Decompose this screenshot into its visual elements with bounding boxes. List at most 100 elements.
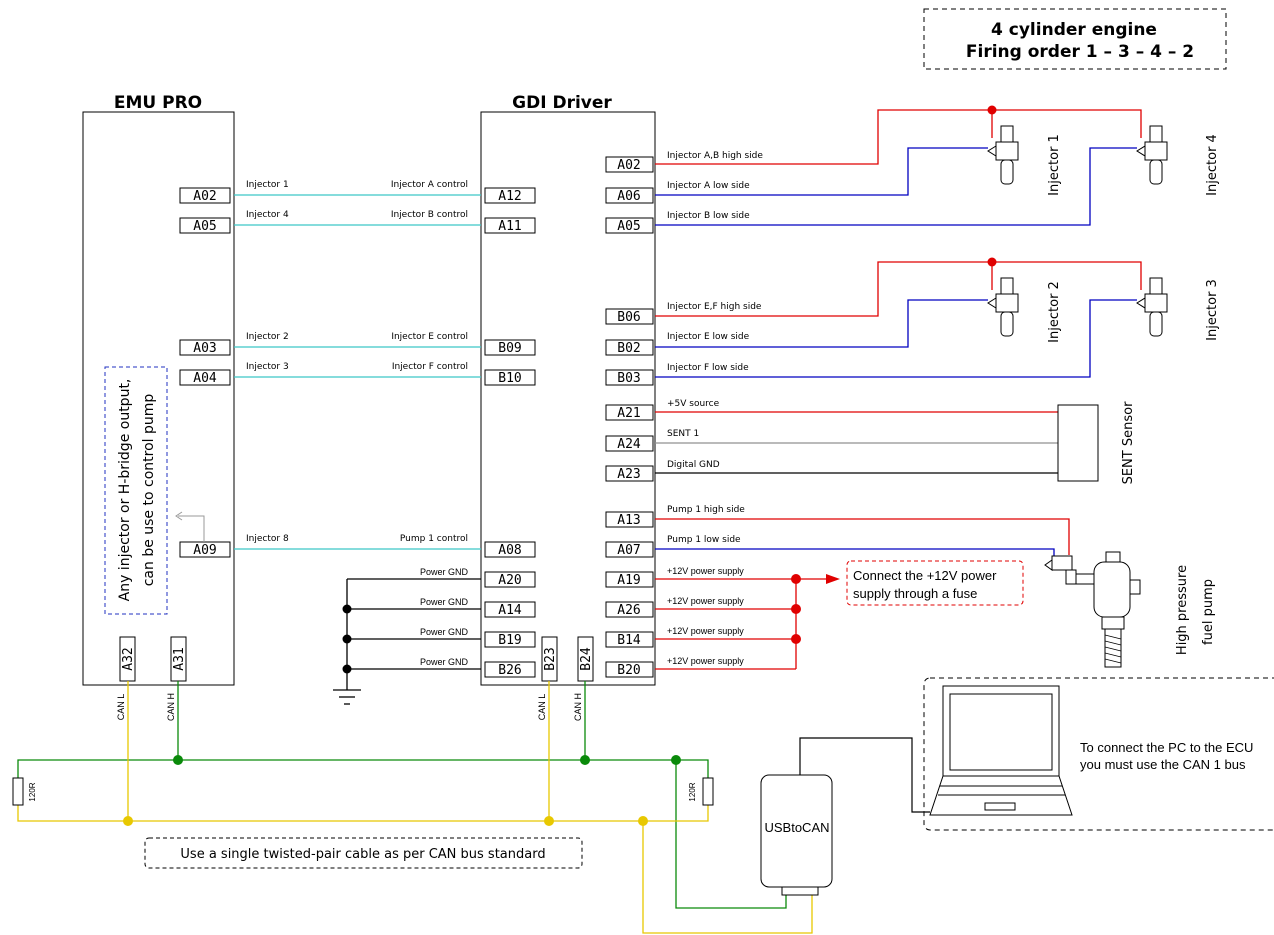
svg-text:B03: B03 — [617, 371, 640, 386]
svg-text:A02: A02 — [617, 158, 640, 173]
svg-text:Injector E,F high side: Injector E,F high side — [667, 302, 762, 312]
resistor-2-label: 120R — [688, 782, 697, 801]
gdi-pin-b23-label: B23 — [543, 647, 558, 670]
injector-4-label: Injector 4 — [1205, 134, 1220, 196]
svg-text:A07: A07 — [617, 543, 640, 558]
svg-text:A06: A06 — [617, 189, 640, 204]
svg-text:A23: A23 — [617, 467, 640, 482]
svg-text:Pump 1 low side: Pump 1 low side — [667, 535, 741, 545]
svg-text:Injector 8: Injector 8 — [246, 534, 289, 544]
svg-text:Power GND: Power GND — [420, 657, 469, 667]
emu-note-box — [104, 366, 168, 615]
svg-text:+12V power supply: +12V power supply — [667, 596, 744, 606]
emu-pin-a05-label: A05 — [193, 219, 216, 234]
gdi-title: GDI Driver — [512, 93, 612, 113]
svg-text:A20: A20 — [498, 573, 521, 588]
svg-text:Injector 4: Injector 4 — [246, 210, 289, 220]
svg-text:Pump 1 control: Pump 1 control — [400, 534, 468, 544]
control-wire-labels: Injector 1 Injector A control Injector 4… — [246, 180, 468, 544]
injector-2-label: Injector 2 — [1047, 281, 1062, 343]
emu-pin-a04-label: A04 — [193, 371, 217, 386]
gdi-driver-box — [480, 111, 656, 686]
svg-text:Injector F low side: Injector F low side — [667, 363, 749, 373]
laptop-icon — [929, 685, 1073, 816]
sent-sensor-box — [1057, 404, 1099, 482]
power-12v-labels: +12V power supply +12V power supply +12V… — [667, 566, 744, 666]
fuse-note-line1: Connect the +12V power — [853, 568, 997, 583]
injector-ab-wires — [655, 109, 1142, 226]
injector-icon — [987, 125, 1019, 185]
emu-pin-a02-label: A02 — [193, 189, 216, 204]
svg-text:B19: B19 — [498, 633, 521, 648]
svg-text:CAN H: CAN H — [573, 693, 583, 721]
svg-text:A26: A26 — [617, 603, 640, 618]
emu-title: EMU PRO — [114, 93, 202, 113]
svg-text:B26: B26 — [498, 663, 521, 678]
svg-text:A05: A05 — [617, 219, 640, 234]
emu-pin-a09-label: A09 — [193, 543, 216, 558]
note-arrow — [178, 515, 205, 542]
cable-note-text: Use a single twisted-pair cable as per C… — [180, 847, 545, 862]
svg-text:SENT 1: SENT 1 — [667, 429, 699, 439]
usb-cable — [799, 737, 930, 813]
pc-note-box — [923, 677, 1274, 831]
svg-text:CAN L: CAN L — [537, 694, 547, 721]
svg-text:Injector E low side: Injector E low side — [667, 332, 750, 342]
can-h-junctions — [173, 755, 681, 765]
can-wires — [17, 681, 813, 934]
gdi-pin-b24-label: B24 — [579, 647, 594, 671]
gdi-right-pins: A02 A06 A05 B06 B02 B03 A21 A24 A23 A13 … — [605, 156, 654, 678]
fuse-note-box — [846, 560, 1024, 606]
power-junctions — [791, 574, 801, 644]
sent-sensor-label: SENT Sensor — [1121, 401, 1136, 484]
injector-3-label: Injector 3 — [1205, 279, 1220, 341]
ef-high-junction — [987, 257, 997, 267]
svg-text:CAN L: CAN L — [116, 694, 126, 721]
svg-text:A21: A21 — [617, 406, 640, 421]
injector-ef-wires — [655, 261, 1142, 378]
svg-text:B09: B09 — [498, 341, 521, 356]
header-box — [923, 8, 1227, 70]
svg-text:+5V source: +5V source — [667, 399, 720, 409]
injector-wire-labels: Injector A,B high side Injector A low si… — [667, 151, 763, 373]
sent-wire-labels: +5V source SENT 1 Digital GND — [667, 399, 720, 470]
can-l-junctions — [123, 816, 648, 826]
svg-text:Injector A low side: Injector A low side — [667, 181, 750, 191]
svg-text:B06: B06 — [617, 310, 640, 325]
svg-text:B14: B14 — [617, 633, 641, 648]
emu-pin-a04 — [179, 369, 231, 386]
emu-note-line1: Any injector or H-bridge output, — [117, 379, 133, 602]
svg-text:A12: A12 — [498, 189, 521, 204]
usb-to-can-label: USBtoCAN — [764, 820, 829, 835]
injector-4-icon — [1136, 125, 1168, 185]
db9-connector-icon — [781, 886, 819, 896]
svg-text:A24: A24 — [617, 437, 641, 452]
svg-text:Power GND: Power GND — [420, 627, 469, 637]
power-arrow-icon — [826, 574, 840, 584]
header-line2: Firing order 1 – 3 – 4 – 2 — [966, 42, 1194, 62]
power-12v-wires — [655, 578, 828, 670]
injector-1-label: Injector 1 — [1047, 134, 1062, 196]
injector-2-icon — [987, 277, 1019, 337]
emu-pin-a05 — [179, 217, 231, 234]
svg-text:Injector B control: Injector B control — [391, 210, 468, 220]
resistor-1-icon — [12, 777, 24, 806]
gdi-left-pins: A12 A11 B09 B10 A08 A20 A14 B19 B26 — [484, 187, 536, 678]
svg-text:A11: A11 — [498, 219, 521, 234]
emu-pin-a03 — [179, 339, 231, 356]
pump-label-line1: High pressure — [1175, 565, 1190, 655]
svg-text:A13: A13 — [617, 513, 640, 528]
svg-text:Power GND: Power GND — [420, 567, 469, 577]
emu-pin-a02 — [179, 187, 231, 204]
injector-3-icon — [1136, 277, 1168, 337]
pump-label-line2: fuel pump — [1201, 579, 1216, 645]
power-gnd-labels: Power GND Power GND Power GND Power GND — [420, 567, 469, 667]
svg-text:+12V power supply: +12V power supply — [667, 566, 744, 576]
svg-text:Power GND: Power GND — [420, 597, 469, 607]
fuel-pump-icon — [1044, 551, 1141, 668]
resistor-2-icon — [702, 777, 714, 806]
ab-high-junction — [987, 105, 997, 115]
control-wires — [234, 194, 481, 550]
svg-text:Pump 1 high side: Pump 1 high side — [667, 505, 745, 515]
